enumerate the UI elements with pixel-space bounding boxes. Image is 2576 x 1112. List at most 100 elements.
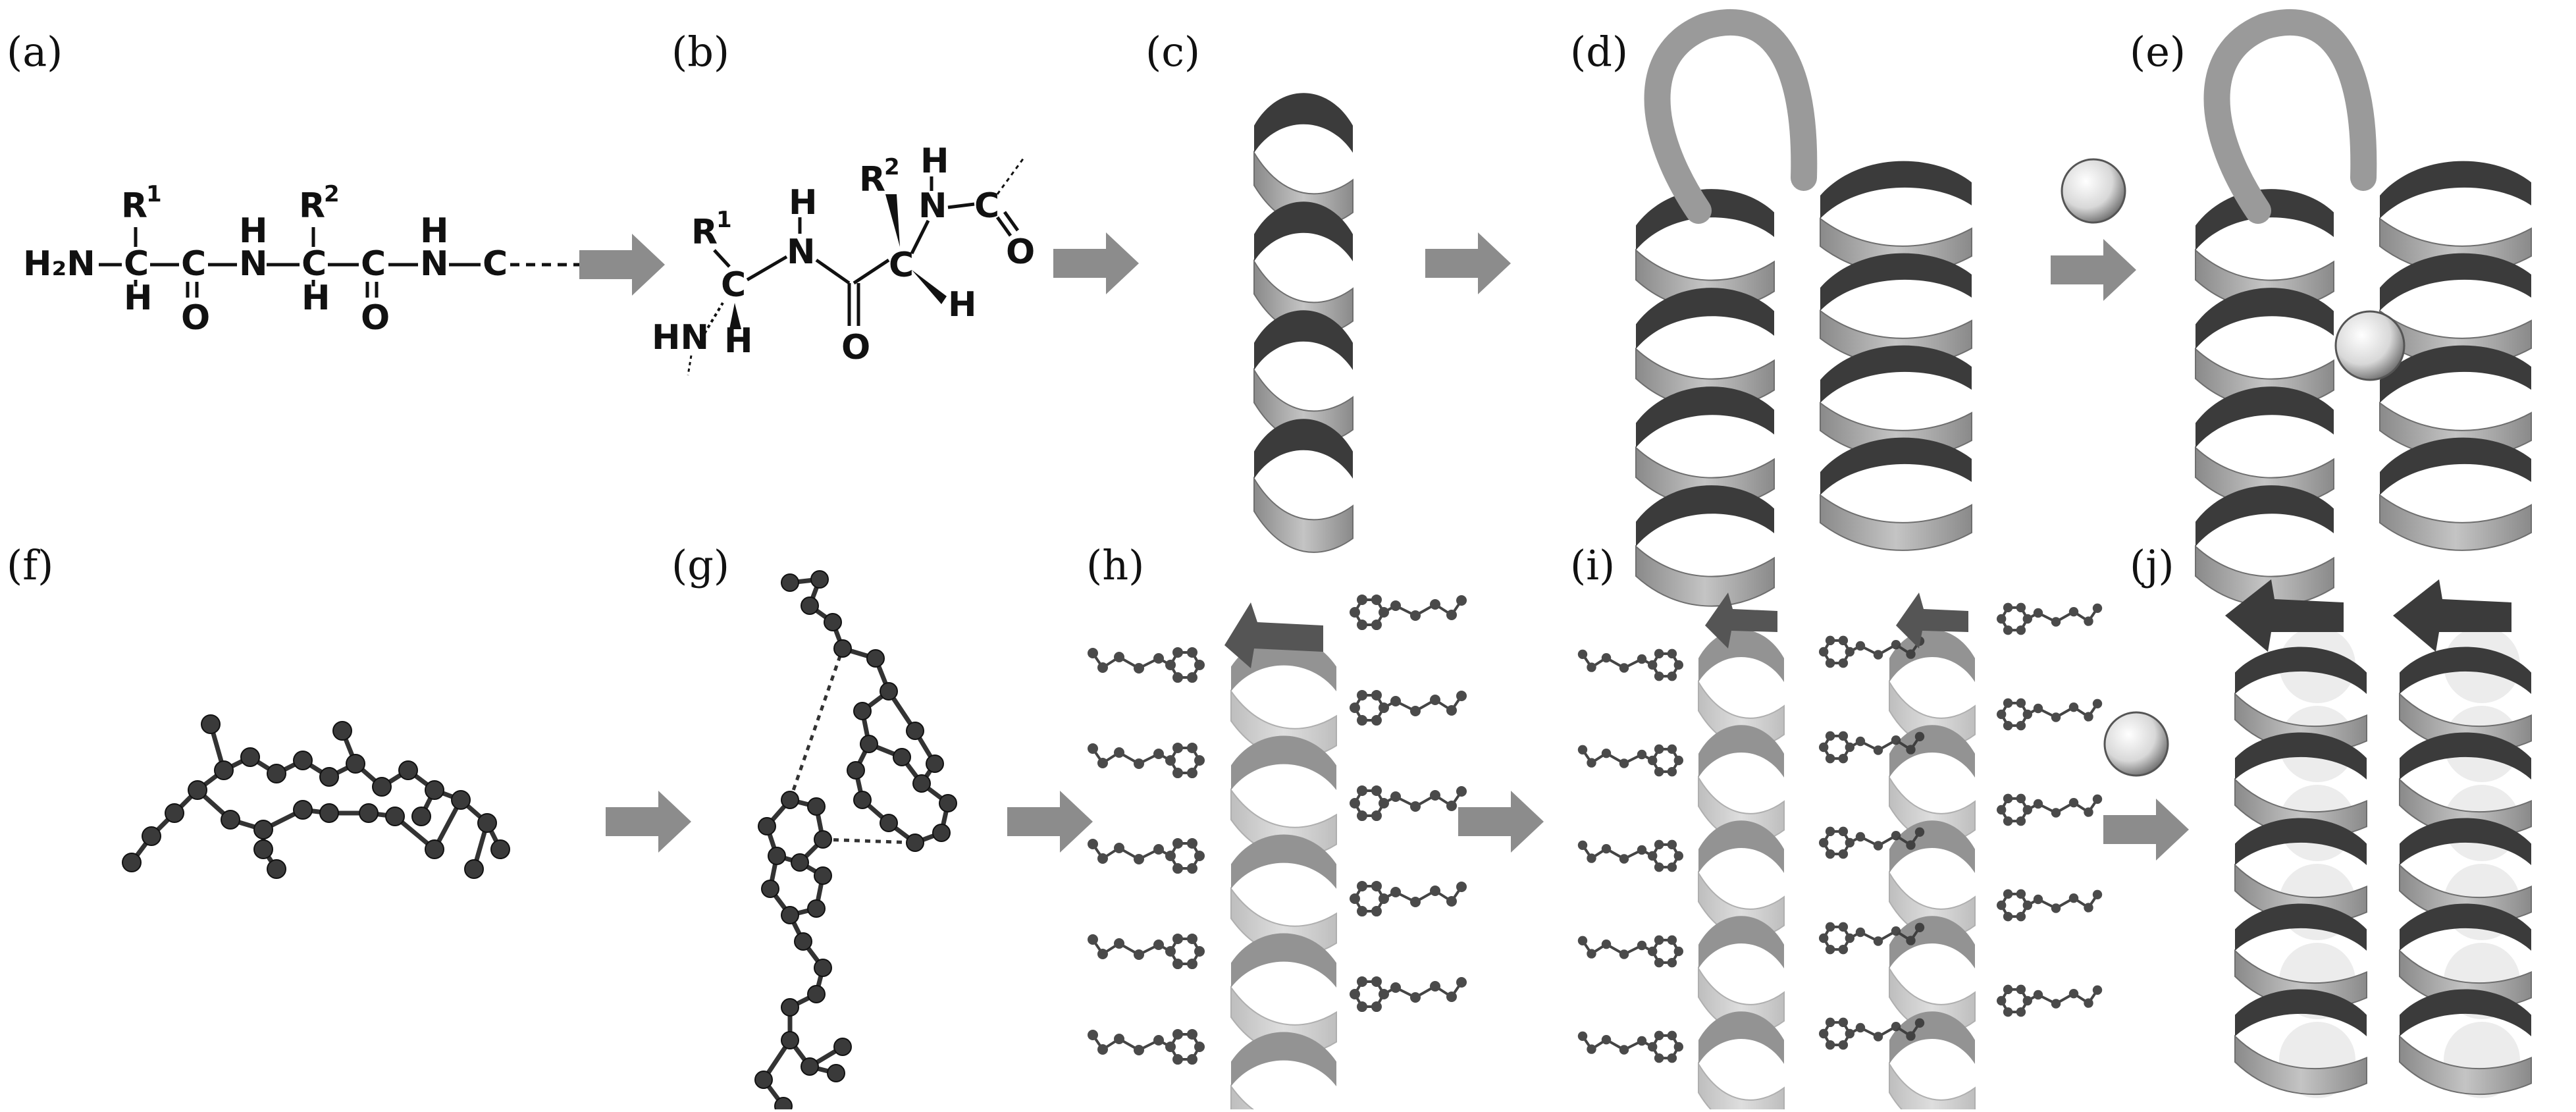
atom <box>2016 889 2026 899</box>
atom <box>1577 840 1588 851</box>
atom <box>1838 922 1849 932</box>
atom <box>1371 715 1382 726</box>
atom <box>1172 837 1183 849</box>
hydrogen-bond <box>788 648 845 801</box>
arrow-h-i <box>1458 791 1544 853</box>
atom <box>2022 805 2032 815</box>
atom <box>1134 663 1144 674</box>
atom <box>1114 843 1124 853</box>
atom <box>1430 886 1440 896</box>
atom <box>1838 1017 1849 1028</box>
atom <box>2084 712 2093 722</box>
atom <box>1873 650 1883 660</box>
atom <box>1390 887 1401 897</box>
atom <box>332 721 352 741</box>
atom <box>1619 854 1629 864</box>
helix-turn-back <box>1820 345 1972 403</box>
atom <box>1838 753 1849 764</box>
helix-turn-back <box>1254 310 1353 370</box>
atom <box>1097 1044 1108 1055</box>
atom <box>1410 897 1421 907</box>
atom <box>1637 1036 1647 1046</box>
helix-turn-back <box>2380 161 2531 219</box>
atom <box>1172 742 1183 753</box>
atom <box>1456 882 1467 892</box>
atom <box>1446 992 1457 1002</box>
panel-label-g: (g) <box>671 541 729 589</box>
helix-turn-front <box>2234 1034 2367 1096</box>
atom <box>814 830 832 849</box>
atom <box>1819 1028 1829 1039</box>
helix-turn-front <box>1230 1084 1337 1112</box>
atom <box>490 839 510 859</box>
atom <box>1838 658 1849 668</box>
atom <box>2016 720 2026 731</box>
atom <box>165 803 184 823</box>
atom <box>1587 853 1596 863</box>
atom <box>1845 837 1854 848</box>
helix-direction-arrow <box>2225 579 2344 652</box>
atom <box>1371 976 1382 987</box>
arrow-g-h <box>1007 791 1093 853</box>
atom <box>781 1031 799 1049</box>
atom <box>1357 976 1367 987</box>
atom <box>1456 691 1467 701</box>
chem-n: N <box>420 244 449 284</box>
chem-h2n: H₂N <box>23 244 95 284</box>
atom <box>1153 749 1164 759</box>
atom <box>201 714 221 734</box>
atom <box>1357 594 1367 605</box>
atom <box>1825 731 1835 741</box>
chem-r: R <box>859 160 885 199</box>
panel-label-d: (d) <box>1570 28 1628 76</box>
helix-turn-back <box>1820 437 1972 495</box>
atom <box>1187 1054 1197 1065</box>
atom <box>2068 702 2079 712</box>
atom <box>1667 649 1677 659</box>
atom <box>814 959 832 977</box>
helix-turn-back <box>2195 288 2334 349</box>
atom <box>372 777 392 797</box>
helix-turn-back <box>2380 253 2531 311</box>
molecular-helix-network <box>1577 602 2103 1063</box>
atom <box>2016 1007 2026 1017</box>
atom <box>1845 933 1854 943</box>
atom <box>1379 798 1389 808</box>
atom <box>293 751 313 770</box>
helix-turn-back <box>2400 818 2531 865</box>
helix-turn-back <box>1231 735 1336 790</box>
helix-direction-arrow <box>1705 593 1777 649</box>
atom <box>1637 654 1647 664</box>
atom <box>1097 949 1108 959</box>
atom <box>2033 894 2043 905</box>
atom <box>1654 862 1664 872</box>
translucent-helix-ribbon <box>1889 629 1976 1112</box>
atom <box>1855 832 1866 842</box>
chem-r: R <box>691 213 718 252</box>
atom <box>1845 647 1854 657</box>
molecular-helix-assembly <box>1088 594 1467 1065</box>
chem-c: C <box>181 244 206 284</box>
atom <box>1648 660 1658 670</box>
atom <box>781 998 799 1017</box>
atom <box>1997 900 2007 911</box>
atom <box>1648 1042 1658 1052</box>
atom <box>1838 731 1849 741</box>
atom <box>1667 862 1677 872</box>
panel-label-b: (b) <box>671 28 729 76</box>
arrow-i-j <box>2103 799 2189 860</box>
atom <box>1601 940 1612 949</box>
atom <box>1673 660 1683 670</box>
chem-h: H <box>420 211 449 251</box>
atom <box>1873 936 1883 946</box>
atom <box>221 810 240 830</box>
atom <box>1845 742 1854 753</box>
atom <box>926 755 944 773</box>
atom <box>1172 863 1183 874</box>
atom <box>1357 1001 1367 1013</box>
atom <box>1587 758 1596 768</box>
atom <box>1172 1054 1183 1065</box>
atom <box>2022 709 2032 720</box>
atom <box>1153 940 1164 950</box>
atom <box>1619 949 1629 959</box>
